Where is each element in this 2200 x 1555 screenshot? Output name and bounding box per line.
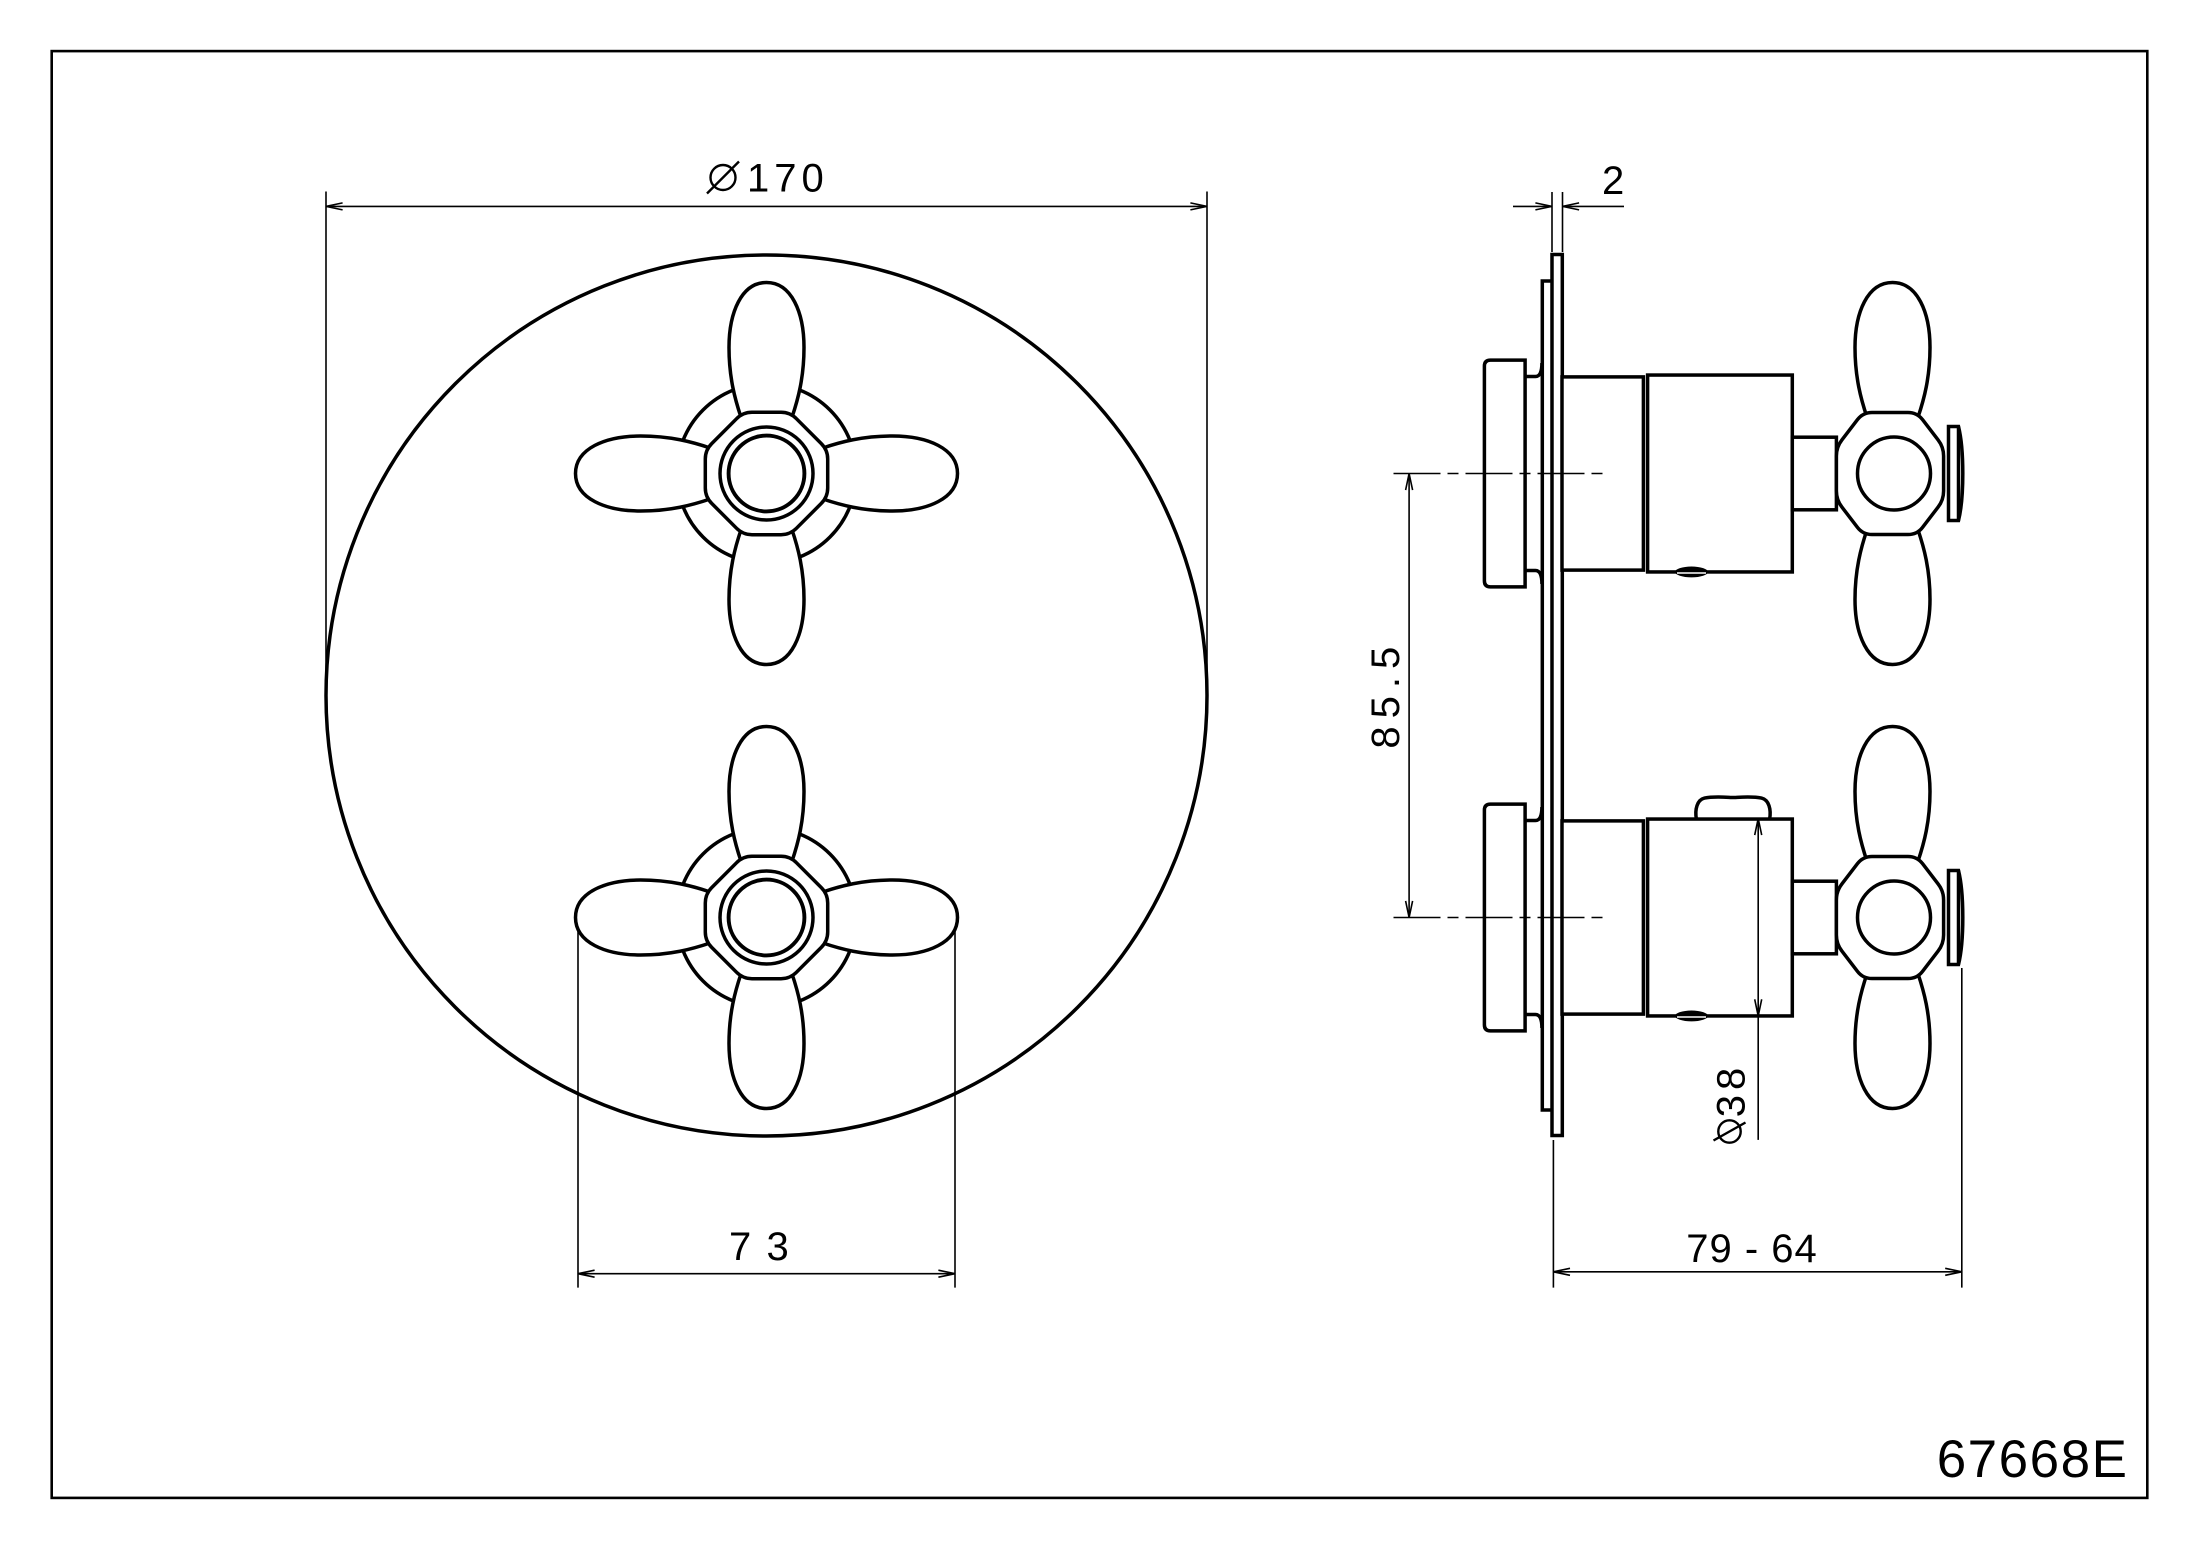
svg-text:85.5: 85.5 [1364, 639, 1408, 749]
svg-text:7: 7 [729, 1225, 756, 1269]
svg-text:2: 2 [1602, 159, 1629, 203]
svg-text:79 - 64: 79 - 64 [1686, 1227, 1818, 1271]
svg-text:38: 38 [1709, 1063, 1753, 1118]
svg-text:3: 3 [767, 1225, 794, 1269]
svg-text:170: 170 [747, 156, 829, 200]
svg-text:67668E: 67668E [1937, 1430, 2129, 1489]
